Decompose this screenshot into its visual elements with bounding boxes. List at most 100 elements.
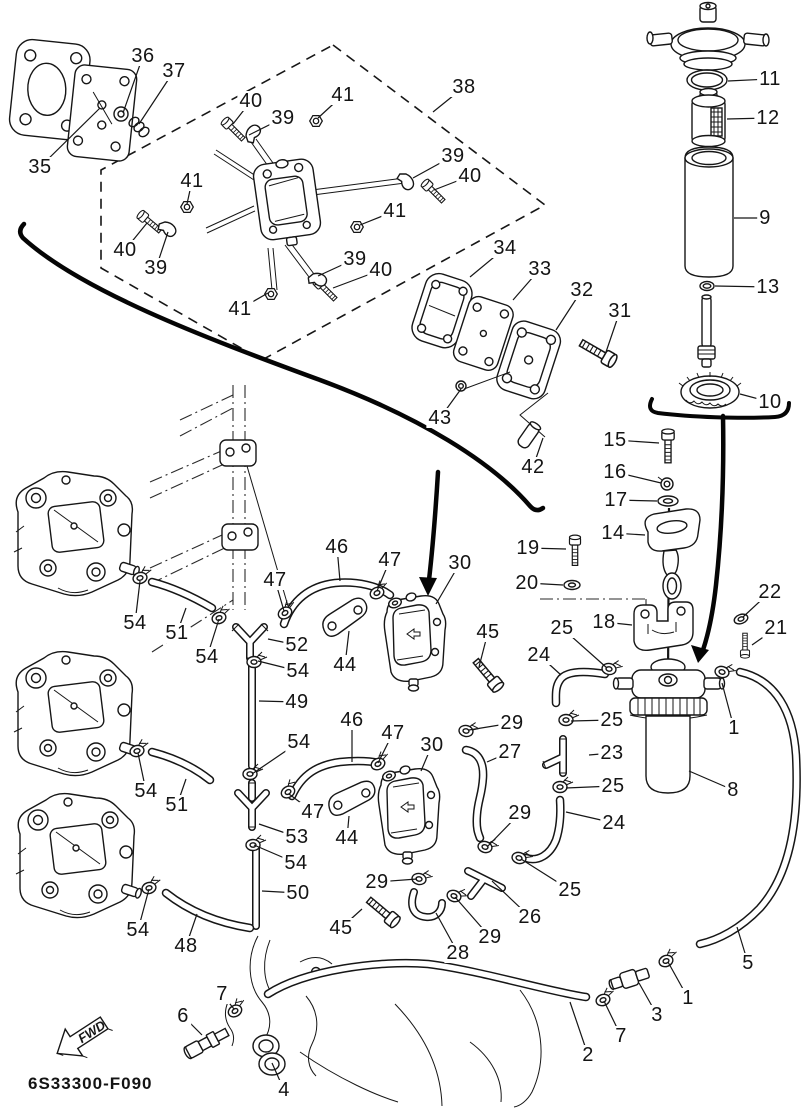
callout-leader-38 [432, 86, 465, 113]
callout-leader-19 [527, 547, 567, 550]
callout-leader-50 [261, 890, 299, 894]
fuel-filter-exploded [646, 1, 770, 409]
ring-nut-10 [678, 372, 742, 409]
callout-leader-47 [274, 579, 285, 612]
fuel-pump-detail-view [135, 114, 448, 304]
fuel-pump-30a [383, 591, 447, 692]
callout-leader-34 [469, 247, 506, 278]
clamp-bracket-14 [644, 508, 701, 600]
callout-leader-6 [182, 1015, 203, 1036]
callout-leader-22 [742, 591, 771, 618]
callout-leader-8 [688, 770, 734, 791]
callout-leader-47 [288, 793, 314, 813]
callout-leader-39 [155, 231, 169, 269]
fuel-pump-30b [377, 764, 441, 865]
callout-leader-54 [253, 844, 297, 864]
callout-leader-28 [435, 912, 459, 954]
callout-leader-40 [124, 222, 148, 251]
callout-leader-16 [614, 471, 662, 484]
callout-leader-18 [603, 621, 633, 626]
bolt-45a [469, 655, 506, 695]
drain-tube [697, 294, 716, 368]
callout-leader-44 [344, 630, 350, 666]
callout-leader-48 [185, 913, 198, 947]
filter-element-12 [691, 87, 726, 148]
callout-leader-54 [251, 741, 300, 775]
fuel-filter-assembly-8 [612, 658, 726, 794]
fuel-joint-6 [183, 1027, 230, 1060]
pump-gasket-44b [326, 775, 377, 821]
callout-leader-41 [317, 94, 344, 119]
callout-leader-29 [486, 812, 521, 848]
callout-leader-41 [186, 180, 193, 205]
oring-13 [699, 280, 715, 292]
mount-gasket-set [8, 38, 150, 162]
fuel-joint-3 [608, 967, 650, 991]
callout-leader-26 [491, 880, 531, 918]
callout-leader-25 [561, 627, 608, 669]
callout-leader-39 [317, 258, 356, 277]
callout-leader-7 [221, 993, 235, 1010]
t-fitting-26 [464, 867, 506, 900]
callout-leader-42 [532, 437, 544, 468]
callout-leader-45 [340, 908, 363, 929]
pin-42 [517, 421, 542, 449]
carburetor-1 [13, 470, 142, 597]
callout-leader-54 [206, 618, 220, 658]
callout-leader-24 [538, 654, 562, 676]
filter-mount-hardware [540, 428, 751, 681]
callout-leader-11 [727, 78, 771, 82]
bolt-45b [363, 893, 403, 930]
callout-sweep-arrows [18, 221, 791, 663]
y-fitting-53 [234, 779, 270, 831]
callout-leader-45 [478, 631, 489, 668]
callout-leader-54 [257, 660, 299, 672]
callout-leader-7 [603, 1000, 622, 1037]
grommet-4 [252, 1034, 286, 1076]
y-fitting-52 [231, 623, 269, 662]
callout-leader-33 [512, 268, 541, 301]
callout-leader-1 [721, 682, 735, 729]
bolt-21 [739, 632, 751, 659]
filter-cup-9 [684, 146, 734, 278]
callout-leader-43 [439, 388, 462, 419]
callout-leader-12 [726, 117, 769, 120]
callout-leader-30 [420, 744, 433, 772]
bracket-18 [633, 601, 694, 651]
callout-leader-44 [346, 815, 350, 839]
callout-leader-53 [258, 823, 298, 838]
fuel-hoses [147, 577, 801, 1002]
callout-leader-51 [176, 778, 187, 806]
callout-leader-24 [565, 811, 615, 824]
callout-leader-40 [332, 269, 382, 289]
callout-leader-25 [570, 719, 613, 722]
callout-leader-2 [569, 1001, 589, 1056]
pump-gasket-44a [322, 597, 368, 637]
callout-leader-3 [638, 982, 658, 1016]
callout-leader-32 [555, 289, 583, 331]
callout-leader-30 [435, 562, 461, 605]
engine-phantom-outline [149, 385, 289, 653]
callout-leader-21 [751, 627, 777, 646]
callout-leader-54 [137, 752, 147, 792]
callout-leader-46 [336, 546, 341, 582]
callout-leader-41 [239, 292, 269, 310]
callout-leader-31 [605, 310, 621, 353]
callout-leader-41 [359, 210, 396, 226]
callout-leader-13 [714, 285, 769, 288]
callout-leader-20 [526, 582, 564, 586]
oring-43 [455, 380, 467, 392]
callout-leader-27 [486, 751, 511, 763]
callout-leader-51 [176, 607, 187, 634]
callout-leader-37 [138, 70, 175, 125]
callout-leader-23 [588, 752, 613, 756]
callout-leader-25 [565, 785, 614, 789]
diagram-part-code: 6S33300-F090 [28, 1074, 153, 1093]
fwd-arrow: FWD [56, 1016, 113, 1059]
callout-leader-47 [377, 732, 394, 764]
callout-leader-40 [433, 175, 471, 191]
callout-leader-29 [454, 896, 491, 938]
callout-leader-52 [267, 638, 298, 646]
